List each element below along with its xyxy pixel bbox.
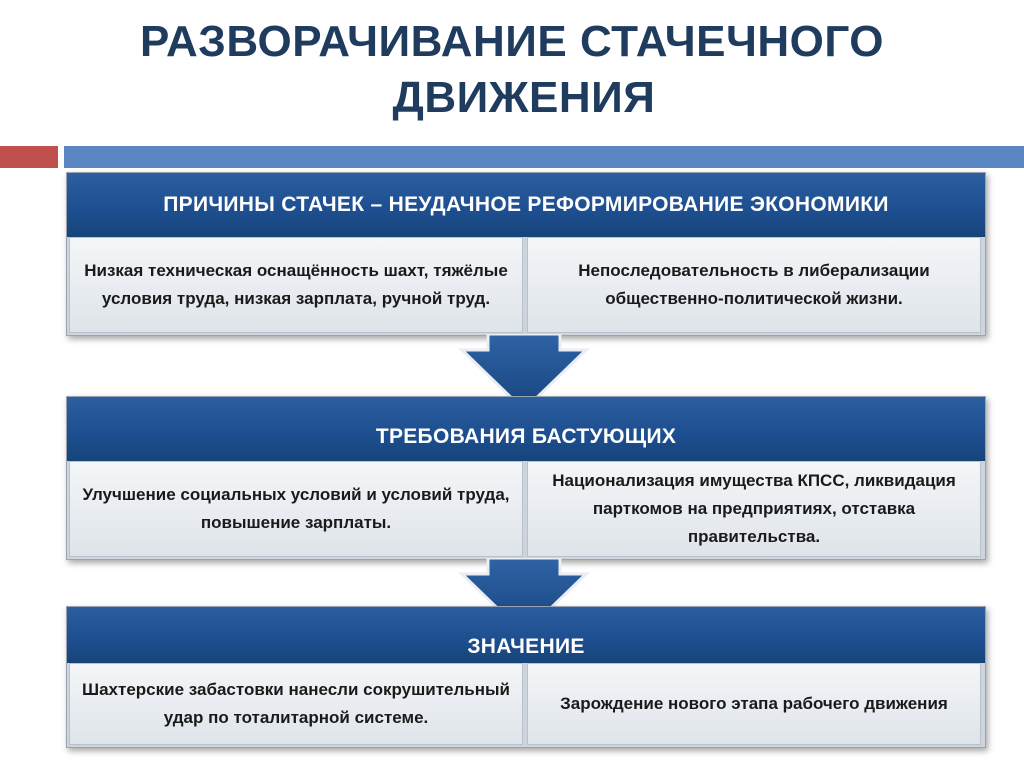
title-line-1: РАЗВОРАЧИВАНИЕ СТАЧЕЧНОГО	[140, 17, 884, 66]
significance-section: ЗНАЧЕНИЕ Шахтерские забастовки нанесли с…	[66, 606, 986, 748]
demands-right-text: Национализация имущества КПСС, ликвидаци…	[552, 471, 956, 546]
causes-right-text: Непоследовательность в либерализации общ…	[578, 261, 930, 308]
demands-section: ТРЕБОВАНИЯ БАСТУЮЩИХ Улучшение социальны…	[66, 396, 986, 560]
demands-left-box: Улучшение социальных условий и условий т…	[69, 461, 523, 557]
accent-bar-blue	[64, 146, 1024, 168]
causes-right-box: Непоследовательность в либерализации общ…	[527, 237, 981, 333]
accent-bar-red	[0, 146, 58, 168]
causes-left-box: Низкая техническая оснащённость шахт, тя…	[69, 237, 523, 333]
page-title: РАЗВОРАЧИВАНИЕ СТАЧЕЧНОГО ДВИЖЕНИЯ	[0, 14, 1024, 126]
title-line-2: ДВИЖЕНИЯ	[392, 73, 656, 122]
significance-right-text: Зарождение нового этапа рабочего движени…	[560, 694, 948, 713]
significance-left-text: Шахтерские забастовки нанесли сокрушител…	[82, 680, 510, 727]
causes-left-text: Низкая техническая оснащённость шахт, тя…	[84, 261, 508, 308]
significance-left-box: Шахтерские забастовки нанесли сокрушител…	[69, 663, 523, 745]
significance-right-box: Зарождение нового этапа рабочего движени…	[527, 663, 981, 745]
significance-header: ЗНАЧЕНИЕ	[67, 607, 985, 663]
causes-section: ПРИЧИНЫ СТАЧЕК – НЕУДАЧНОЕ РЕФОРМИРОВАНИ…	[66, 172, 986, 336]
causes-header: ПРИЧИНЫ СТАЧЕК – НЕУДАЧНОЕ РЕФОРМИРОВАНИ…	[67, 173, 985, 237]
causes-header-text: ПРИЧИНЫ СТАЧЕК – НЕУДАЧНОЕ РЕФОРМИРОВАНИ…	[163, 193, 889, 216]
down-arrow-icon	[458, 558, 590, 636]
demands-header: ТРЕБОВАНИЯ БАСТУЮЩИХ	[67, 397, 985, 461]
demands-right-box: Национализация имущества КПСС, ликвидаци…	[527, 461, 981, 557]
demands-header-text: ТРЕБОВАНИЯ БАСТУЮЩИХ	[375, 425, 677, 448]
demands-left-text: Улучшение социальных условий и условий т…	[82, 485, 510, 532]
down-arrow-icon	[458, 334, 590, 412]
significance-header-text: ЗНАЧЕНИЕ	[467, 635, 585, 658]
